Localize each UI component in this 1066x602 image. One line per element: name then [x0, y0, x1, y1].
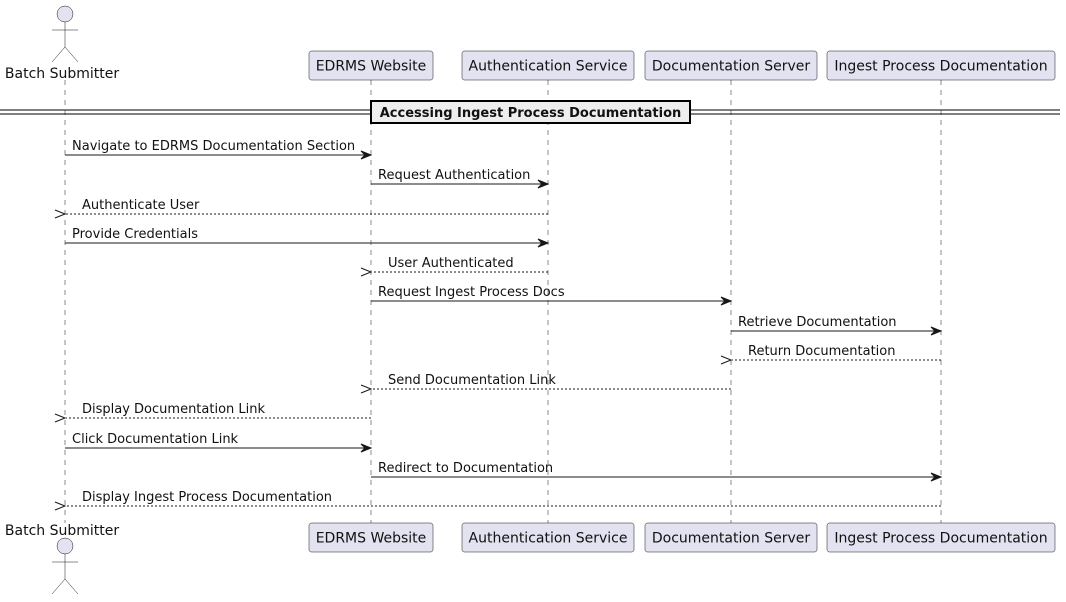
message-8: Return Documentation [720, 344, 941, 365]
participant-auth-top: Authentication Service [461, 50, 635, 81]
participant-docs-top: Documentation Server [644, 50, 818, 81]
message-10: Display Documentation Link [54, 402, 371, 423]
message-label: Authenticate User [82, 198, 200, 213]
message-label: Redirect to Documentation [378, 461, 553, 476]
sync-arrowhead [720, 296, 733, 306]
participant-label: Authentication Service [469, 531, 628, 547]
reply-arrowhead [54, 209, 67, 219]
actor-leg-left [51, 578, 66, 595]
participant-edrms-top: EDRMS Website [308, 50, 434, 81]
participant-box [644, 522, 818, 553]
actor-head [56, 5, 74, 23]
message-label: Request Ingest Process Docs [378, 285, 565, 300]
message-4: Provide Credentials [65, 227, 550, 248]
message-5: User Authenticated [360, 256, 548, 277]
actor-label-bottom: Batch Submitter [5, 523, 119, 539]
section-divider: Accessing Ingest Process Documentation [0, 100, 1060, 124]
reply-arrowhead [54, 501, 67, 511]
participant-box [644, 50, 818, 81]
sync-arrowhead [930, 326, 943, 336]
message-3: Authenticate User [54, 198, 548, 219]
participant-ingest-bottom: Ingest Process Documentation [826, 522, 1056, 553]
message-1: Navigate to EDRMS Documentation Section [65, 139, 373, 160]
divider-label-box [370, 100, 691, 124]
message-label: Display Documentation Link [82, 402, 265, 417]
actor-head [56, 537, 74, 555]
message-7: Retrieve Documentation [731, 315, 943, 336]
actor-leg-left [51, 46, 66, 63]
message-label: Display Ingest Process Documentation [82, 490, 332, 505]
participant-box [826, 50, 1056, 81]
actor-leg-right [64, 46, 79, 63]
sync-arrowhead [537, 179, 550, 189]
sync-arrowhead [537, 238, 550, 248]
message-2: Request Authentication [371, 168, 550, 189]
participant-box [308, 50, 434, 81]
actor-figure-bottom [51, 537, 79, 595]
message-12: Redirect to Documentation [371, 461, 943, 482]
participant-label: Ingest Process Documentation [834, 59, 1047, 75]
divider-label: Accessing Ingest Process Documentation [380, 106, 682, 121]
messages: Navigate to EDRMS Documentation SectionR… [54, 139, 943, 511]
message-label: Retrieve Documentation [738, 315, 897, 330]
message-label: Provide Credentials [72, 227, 198, 242]
participant-label: Ingest Process Documentation [834, 531, 1047, 547]
participant-edrms-bottom: EDRMS Website [308, 522, 434, 553]
participant-label: Documentation Server [652, 531, 811, 547]
message-label: Click Documentation Link [72, 432, 239, 447]
message-11: Click Documentation Link [65, 432, 373, 453]
participant-box [461, 522, 635, 553]
message-6: Request Ingest Process Docs [371, 285, 733, 306]
message-13: Display Ingest Process Documentation [54, 490, 941, 511]
participant-box [461, 50, 635, 81]
message-9: Send Documentation Link [360, 373, 731, 394]
reply-arrowhead [360, 267, 373, 277]
participant-label: EDRMS Website [316, 59, 427, 75]
reply-arrowhead [54, 413, 67, 423]
participant-ingest-top: Ingest Process Documentation [826, 50, 1056, 81]
participant-docs-bottom: Documentation Server [644, 522, 818, 553]
reply-arrowhead [720, 355, 733, 365]
message-label: Navigate to EDRMS Documentation Section [72, 139, 355, 154]
sync-arrowhead [360, 150, 373, 160]
sync-arrowhead [360, 443, 373, 453]
message-label: User Authenticated [388, 256, 514, 271]
participant-label: EDRMS Website [316, 531, 427, 547]
participants-top: Batch Submitter EDRMS Website Authenticati… [5, 5, 1056, 82]
sync-arrowhead [930, 472, 943, 482]
participant-auth-bottom: Authentication Service [461, 522, 635, 553]
actor-leg-right [64, 578, 79, 595]
participant-label: Authentication Service [469, 59, 628, 75]
actor-label-top: Batch Submitter [5, 66, 119, 82]
reply-arrowhead [360, 384, 373, 394]
participant-box [826, 522, 1056, 553]
message-label: Send Documentation Link [388, 373, 556, 388]
message-label: Return Documentation [748, 344, 896, 359]
participant-label: Documentation Server [652, 59, 811, 75]
participant-box [308, 522, 434, 553]
actor-figure-top [51, 5, 79, 63]
message-label: Request Authentication [378, 168, 530, 183]
